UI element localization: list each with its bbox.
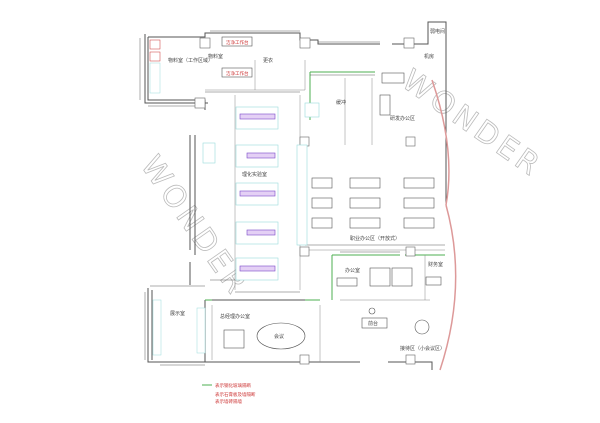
label-open-office: 职业办公区（开放式） xyxy=(350,235,400,242)
office-desks xyxy=(223,72,442,349)
label-material-room: 物料室 xyxy=(208,53,223,60)
storage-shelves xyxy=(149,39,206,356)
label-reception-area: 接待区（小会议区） xyxy=(400,345,445,352)
reception-desk xyxy=(361,317,388,329)
clean-bench-1 xyxy=(221,36,253,47)
label-changing: 更衣 xyxy=(263,57,273,64)
clean-bench-2 xyxy=(221,67,253,78)
label-weak-current: 弱电间 xyxy=(430,28,445,35)
label-office: 办公室 xyxy=(345,267,360,274)
dimension-lines xyxy=(139,30,445,366)
label-lab: 理化实验室 xyxy=(242,171,267,178)
label-finance: 财务室 xyxy=(428,261,443,268)
legend-item-glass: 表示钢化玻璃隔断 xyxy=(215,382,251,389)
lab-benches xyxy=(202,102,320,281)
label-reception: 前台 xyxy=(368,320,378,327)
label-gm-office: 总经理办公室 xyxy=(220,313,250,320)
room-labels: 物料室（工作区域） 物料室 洁净工作台 洁净工作台 更衣 缓冲 研发办公区 理化… xyxy=(168,28,445,352)
legend-item-gypsum: 表示石膏板及墙隔断 xyxy=(215,391,256,398)
meeting-table xyxy=(256,322,306,350)
label-rd-office: 研发办公区 xyxy=(390,115,415,122)
label-buffer: 缓冲 xyxy=(336,99,346,106)
legend-item-brick: 表示墙砖隔墙 xyxy=(215,398,242,405)
label-clean-bench-2: 洁净工作台 xyxy=(226,70,249,77)
label-machine-room: 机房 xyxy=(424,53,434,60)
label-showroom: 展示室 xyxy=(170,310,185,317)
label-meeting-table: 会议 xyxy=(274,333,284,340)
legend: 表示钢化玻璃隔断 表示石膏板及墙隔断 表示墙砖隔墙 xyxy=(202,382,256,405)
label-clean-bench-1: 洁净工作台 xyxy=(226,39,249,46)
columns xyxy=(194,37,416,365)
watermark-right: WONDER xyxy=(395,63,548,185)
label-material-room-work: 物料室（工作区域） xyxy=(168,57,213,64)
